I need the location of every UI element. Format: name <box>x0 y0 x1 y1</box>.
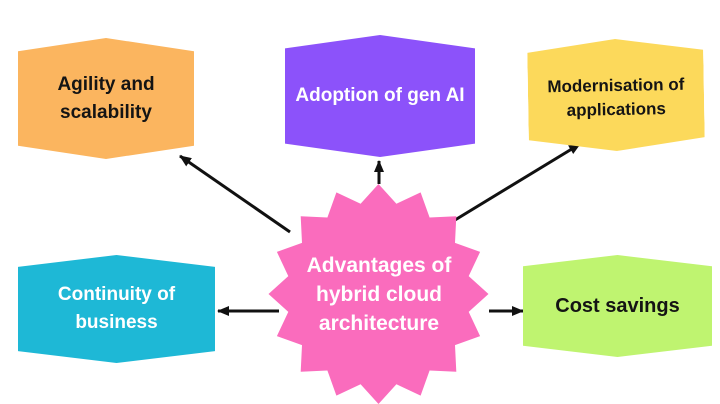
node-agility-and-scalability: Agility and scalability <box>18 38 194 159</box>
node-modernisation-of-applications: Modernisation of applications <box>527 37 705 152</box>
center-title: Advantages of hybrid cloud architecture <box>306 253 452 335</box>
node-label-modernisation: Modernisation of applications <box>547 74 685 120</box>
node-cost-savings: Cost savings <box>523 255 712 357</box>
node-adoption-of-gen-ai: Adoption of gen AI <box>285 35 475 157</box>
node-label-cost-savings: Cost savings <box>555 295 680 317</box>
arrow-to-modernisation <box>454 142 581 222</box>
node-label-gen-ai: Adoption of gen AI <box>295 85 465 106</box>
node-label-continuity: Continuity of business <box>57 284 176 333</box>
node-label-agility: Agility and scalability <box>57 73 155 123</box>
arrow-to-agility <box>179 154 291 234</box>
node-continuity-of-business: Continuity of business <box>18 255 215 363</box>
